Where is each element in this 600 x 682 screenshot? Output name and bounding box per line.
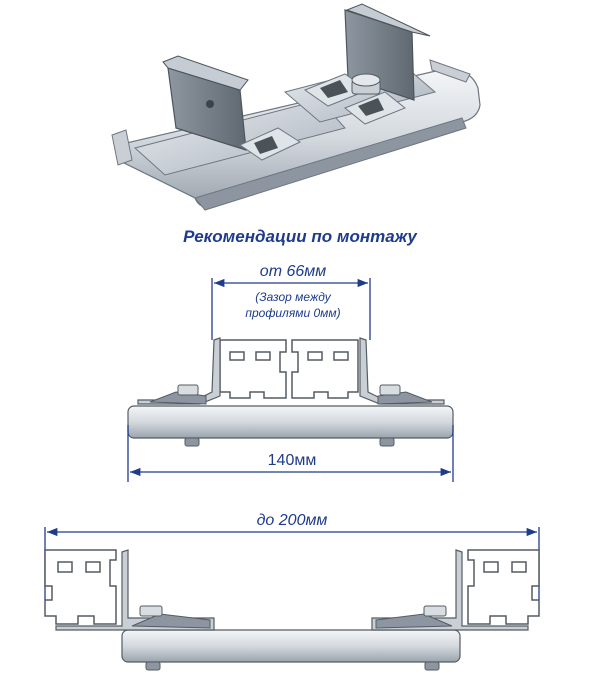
profile-right-top	[291, 339, 359, 399]
profile-right-bottom	[467, 549, 540, 625]
profile-left-top	[219, 339, 287, 399]
foot-right-top	[379, 437, 395, 447]
bracket-3d-illustration	[111, 3, 481, 211]
base-label: 140мм	[268, 452, 317, 469]
foot-left-top	[184, 437, 200, 447]
clamp-left-top	[137, 337, 221, 405]
clamp-right-top	[359, 337, 445, 405]
base-plate-top	[127, 405, 454, 439]
diagram-top: от 66мм (Зазор между профилями 0мм)	[127, 263, 454, 482]
profile-left-bottom	[44, 549, 117, 625]
gap-note-line1: (Зазор между	[255, 290, 331, 304]
bolt-right-top	[379, 384, 401, 396]
gap-note-line2: профилями 0мм)	[245, 306, 340, 320]
heading: Рекомендации по монтажу	[183, 227, 418, 246]
diagram-bottom: до 200мм	[44, 512, 540, 671]
bolt-right-bottom	[423, 605, 447, 617]
span-label: до 200мм	[257, 512, 328, 529]
base-plate-bottom	[121, 629, 461, 663]
bolt-left-bottom	[139, 605, 163, 617]
gap-label: от 66мм	[260, 263, 326, 280]
bolt-left-top	[177, 384, 199, 396]
foot-left-bottom	[145, 661, 161, 671]
foot-right-bottom	[424, 661, 440, 671]
